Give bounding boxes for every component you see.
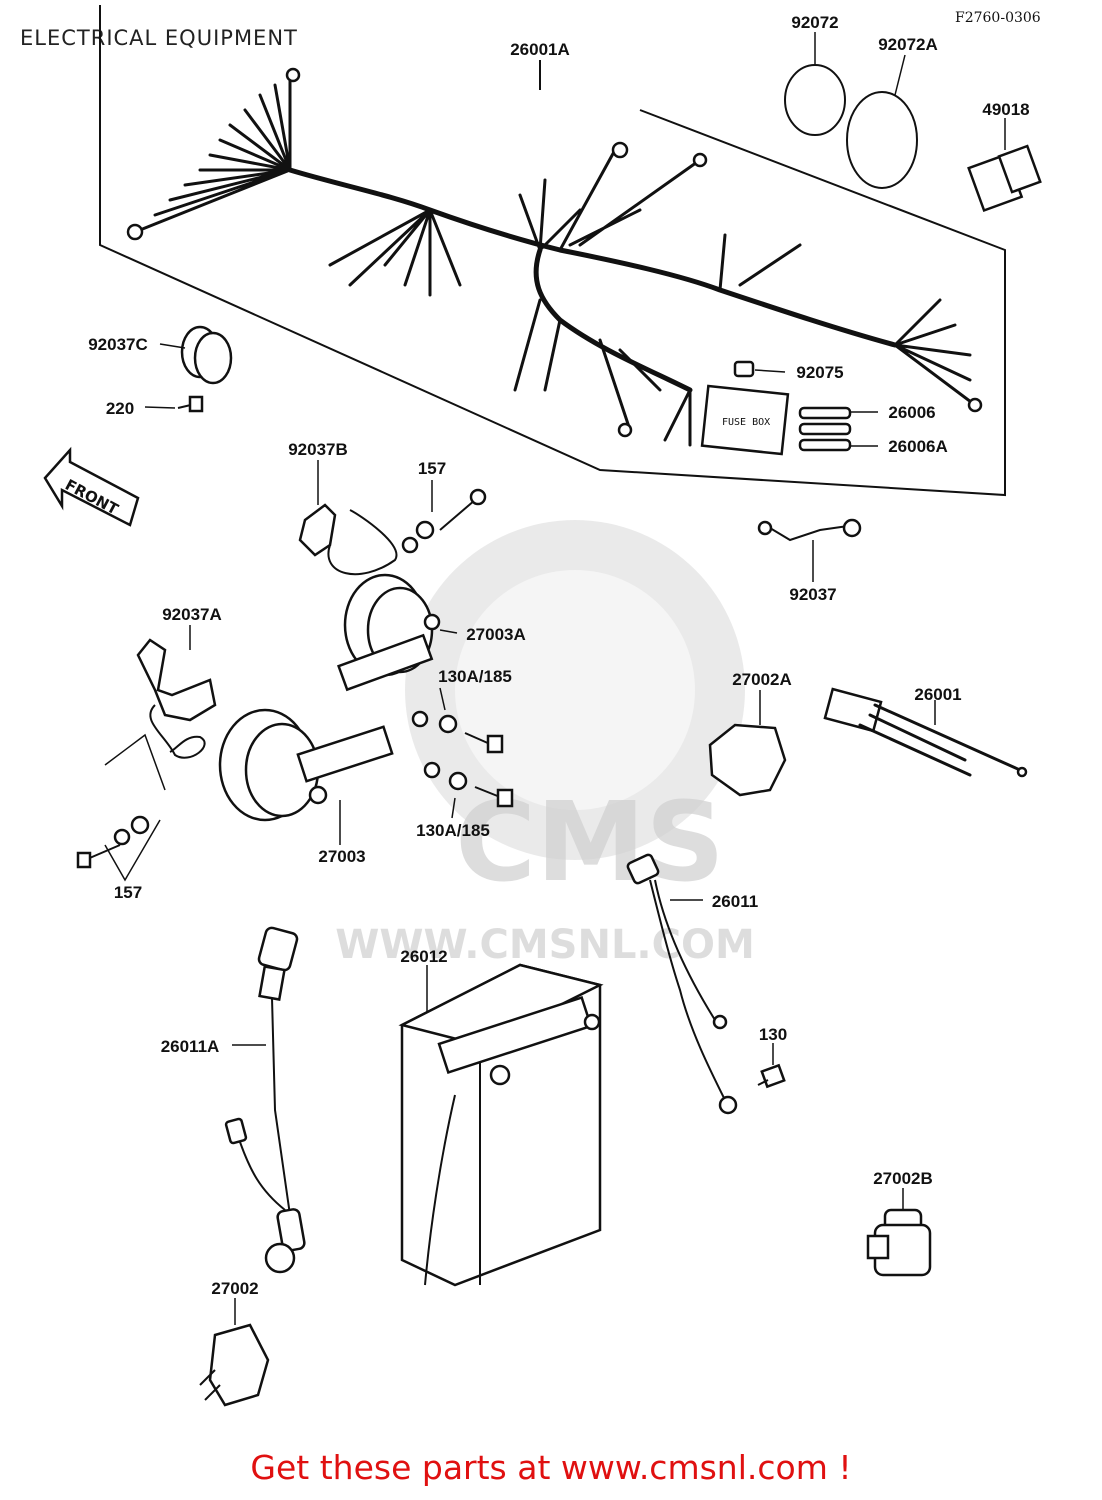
bolt-157-upper — [401, 480, 487, 554]
bolt-130A-185-lower — [423, 761, 514, 819]
label-92037C: 92037C — [88, 335, 148, 354]
label-92037B: 92037B — [288, 440, 348, 459]
label-157-lower: 157 — [114, 883, 142, 902]
horn-27003A — [337, 573, 458, 692]
bolt-130 — [757, 1043, 786, 1089]
label-92037: 92037 — [789, 585, 836, 604]
fuse-clip-92075 — [733, 360, 755, 378]
battery-26012 — [398, 963, 604, 1287]
bolt-220 — [144, 395, 204, 413]
battery-cable-26011 — [626, 853, 738, 1115]
fuse-26006 — [798, 406, 852, 420]
footer-promo-text[interactable]: Get these parts at www.cmsnl.com ! — [250, 1448, 852, 1487]
label-27003A: 27003A — [466, 625, 526, 644]
label-27003: 27003 — [318, 847, 365, 866]
part-labels: 26001A 92072 92072A 49018 92037C 220 920… — [88, 13, 1029, 1298]
label-157-upper: 157 — [418, 459, 446, 478]
watermark-url: WWW.CMSNL.COM — [335, 922, 755, 968]
regulator-27002A — [708, 690, 787, 797]
relay-27002B — [866, 1188, 932, 1277]
label-220: 220 — [106, 399, 134, 418]
label-26012: 26012 — [400, 947, 447, 966]
battery-cable-26011A — [224, 926, 306, 1274]
band-92072 — [784, 64, 846, 136]
flasher-27002 — [199, 1298, 270, 1407]
label-26011: 26011 — [712, 892, 758, 911]
label-26001A: 26001A — [510, 40, 570, 59]
sub-harness-26001 — [823, 687, 1028, 778]
label-130A-185-lower: 130A/185 — [416, 821, 490, 840]
cms-watermark: CMS WWW.CMSNL.COM — [335, 520, 755, 968]
fuse-box-label: FUSE BOX — [722, 417, 770, 428]
label-92072A: 92072A — [878, 35, 938, 54]
horn-27003 — [218, 708, 394, 845]
label-27002: 27002 — [211, 1279, 258, 1298]
bracket-92037B — [298, 460, 398, 576]
label-27002A: 27002A — [732, 670, 792, 689]
page-title: ELECTRICAL EQUIPMENT — [20, 26, 298, 50]
watermark-brand: CMS — [455, 778, 724, 906]
clamp-92037C — [159, 325, 233, 385]
label-92037A: 92037A — [162, 605, 222, 624]
label-92072: 92072 — [791, 13, 838, 32]
label-92075: 92075 — [796, 363, 843, 382]
fuse-26006-b — [798, 422, 852, 436]
figure-code: F2760-0306 — [955, 10, 1041, 26]
label-26006: 26006 — [888, 403, 935, 422]
front-direction-arrow: FRONT — [43, 446, 140, 527]
stay-92037 — [757, 518, 862, 582]
label-26001: 26001 — [914, 685, 961, 704]
main-wiring-harness — [126, 67, 983, 447]
label-130: 130 — [759, 1025, 787, 1044]
fuse-box: FUSE BOX — [700, 384, 790, 456]
bracket-92037A — [104, 625, 217, 791]
band-92072A — [846, 91, 918, 189]
label-49018: 49018 — [982, 100, 1029, 119]
label-26006A: 26006A — [888, 437, 948, 456]
bolt-157-lower — [76, 815, 161, 882]
relay-49018 — [967, 118, 1042, 213]
label-27002B: 27002B — [873, 1169, 933, 1188]
bolt-130A-185-upper — [411, 687, 504, 754]
harness-group-outline — [99, 5, 1006, 497]
fuse-26006A — [798, 438, 852, 452]
label-26011A: 26011A — [161, 1037, 220, 1056]
label-130A-185-upper: 130A/185 — [438, 667, 512, 686]
